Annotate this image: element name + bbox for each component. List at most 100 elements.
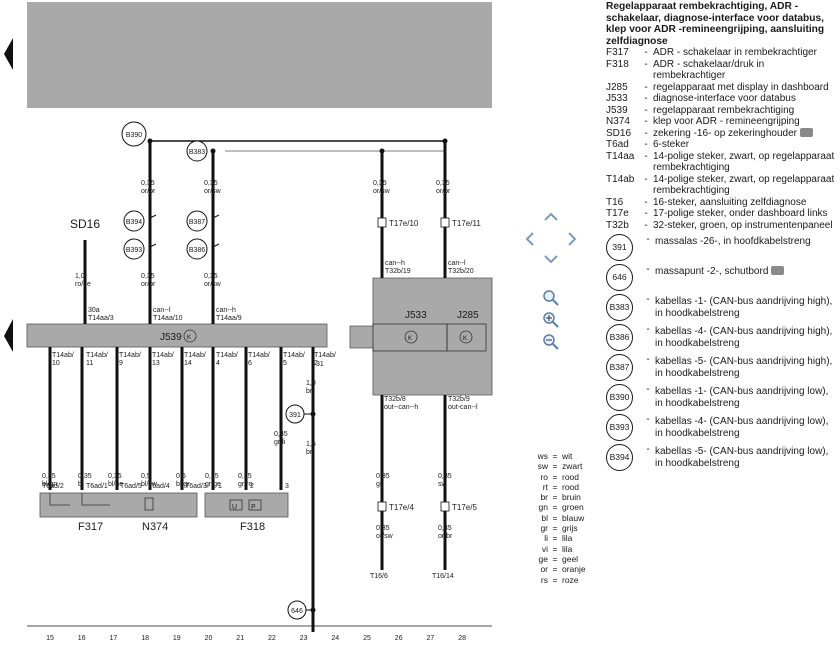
- zoom-controls[interactable]: [543, 290, 559, 350]
- pin-label: can--h: [216, 307, 236, 314]
- pin-label-sub: 5: [283, 360, 287, 367]
- legend-code: T14aa: [606, 150, 635, 162]
- legend-desc: kabellas -4- (CAN-bus aandrijving high),…: [655, 326, 833, 349]
- zoom-out-icon: [543, 334, 559, 350]
- column-number: 28: [458, 635, 466, 642]
- legend-desc: massapunt -2-, schutbord: [655, 264, 838, 278]
- pan-right-icon: [568, 232, 577, 246]
- legend-dash: -: [646, 294, 650, 305]
- legend-code: J539: [606, 104, 628, 116]
- pin-label-sub: T14aa/10: [153, 315, 183, 322]
- svg-text:B387: B387: [189, 219, 205, 226]
- pin-label-sub: T14aa/9: [216, 315, 242, 322]
- legend-item: T17e-17-polige steker, onder dashboard l…: [606, 208, 838, 220]
- zoom-icon: [543, 290, 559, 306]
- legend-item: T6ad-6-steker: [606, 139, 838, 151]
- legend-item: J539-regelapparaat rembekrachtiging: [606, 105, 838, 117]
- wire-size-label: 1,0: [75, 273, 85, 280]
- pan-controls[interactable]: [525, 212, 577, 264]
- color-abbr: rs: [540, 574, 548, 585]
- pin-label: 1: [218, 483, 222, 490]
- color-entry: rt=rood: [527, 482, 586, 492]
- legend-dash: -: [644, 81, 648, 93]
- column-number: 20: [205, 635, 213, 642]
- j539-label: J539: [160, 332, 182, 343]
- wire-color-label: or/br: [141, 281, 156, 288]
- legend-circle-item: B383-kabellas -1- (CAN-bus aandrijving h…: [606, 294, 838, 321]
- splice-b386: [186, 238, 208, 260]
- color-abbr: gn: [538, 502, 548, 513]
- legend-item: T14ab-14-polige steker, zwart, op regela…: [606, 174, 838, 197]
- svg-text:B393: B393: [126, 247, 142, 254]
- legend-dash: -: [644, 150, 648, 162]
- page-arrow-icon[interactable]: [4, 319, 13, 352]
- pin-label: T14ab/: [152, 352, 174, 359]
- j539-can-icon: [183, 329, 197, 343]
- legend-desc: diagnose-interface voor databus: [653, 93, 796, 104]
- color-abbr: sw: [537, 461, 548, 472]
- pin-label: T14ab/: [184, 352, 206, 359]
- pin-label: T6ad/5: [120, 483, 142, 490]
- legend-dash: -: [646, 234, 650, 245]
- pin-label: T32b/8: [384, 396, 406, 403]
- splice-b387: [186, 210, 208, 232]
- column-number: 26: [395, 635, 403, 642]
- wire-size-label: 0,35: [78, 473, 92, 480]
- j533-label: J533: [405, 310, 427, 321]
- wire-color-label: bl/gn: [42, 481, 57, 488]
- pin-label: can--l: [153, 307, 171, 314]
- legend-dash: -: [644, 173, 648, 185]
- sd16-label: SD16: [70, 217, 100, 231]
- legend-item: T32b-32-steker, groen, op instrumentenpa…: [606, 220, 838, 232]
- prev-page-arrow-icon[interactable]: [4, 38, 13, 70]
- column-number: 21: [236, 635, 244, 642]
- legend-dash: -: [646, 414, 650, 425]
- pin-label-sub: 14: [184, 360, 192, 367]
- pin-label: can--h: [385, 260, 405, 267]
- wire-labels: 0,35or/br0,35or/sw0,35or/sw0,35or/br1,0r…: [42, 180, 453, 540]
- splice-b383: [186, 140, 208, 162]
- svg-text:B390: B390: [126, 132, 142, 139]
- legend-desc: regelapparaat met display in dashboard: [653, 81, 829, 93]
- circle-symbol: 646: [606, 264, 633, 291]
- pin-label: 31: [316, 361, 324, 368]
- column-number: 17: [110, 635, 118, 642]
- pan-down-icon: [544, 255, 558, 264]
- j285-label: J285: [457, 310, 479, 321]
- column-number: 27: [427, 635, 435, 642]
- wire-color-label: gr/ge: [205, 481, 221, 488]
- camera-icon[interactable]: [771, 266, 785, 275]
- color-abbr: br: [540, 492, 548, 503]
- pin-label: 30a: [88, 307, 100, 314]
- color-entry: br=bruin: [527, 492, 586, 502]
- j533-can-icon: [404, 330, 418, 344]
- j285-can-icon: [459, 330, 473, 344]
- legend-desc: 16-steker, aansluiting zelfdiagnose: [653, 196, 807, 208]
- t17e-connectors: T17e/10 T17e/11 T17e/4 T17e/5: [377, 217, 481, 512]
- camera-icon[interactable]: [799, 127, 813, 137]
- pin-label-sub: T14aa/3: [88, 315, 114, 322]
- color-name: zwart: [562, 461, 583, 472]
- legend-panel: Regelapparaat rembekrachtiging, ADR - sc…: [606, 0, 838, 471]
- splice-points: B390 B383 B394 B387 B393 B386 391 646: [121, 121, 307, 620]
- wire-size-label: 0,35: [204, 180, 218, 187]
- wire-size-label: 1,0: [306, 380, 316, 387]
- svg-text:B386: B386: [189, 247, 205, 254]
- wire-color-label: gr/ro: [238, 481, 253, 488]
- pin-label-sub: out-can--l: [448, 404, 478, 411]
- legend-item: J285 -regelapparaat met display in dashbo…: [606, 82, 838, 94]
- t16-labels: T16/6 T16/14: [370, 573, 454, 580]
- color-name: geel: [562, 553, 579, 564]
- pin-label: T32b/9: [448, 396, 470, 403]
- legend-circle-item: B394-kabellas -5- (CAN-bus aandrijving l…: [606, 444, 838, 471]
- pin-label: T14ab/: [86, 352, 108, 359]
- legend-code: J533: [606, 93, 628, 104]
- legend-dash: -: [646, 324, 650, 335]
- pin-label-sub: 2: [314, 360, 318, 367]
- svg-text:K: K: [463, 336, 467, 342]
- circle-symbol: B383: [606, 294, 633, 321]
- legend-item: SD16-zekering -16- op zekeringhouder: [606, 127, 838, 140]
- legend-code: J285: [606, 81, 628, 93]
- color-abbr: ge: [538, 553, 548, 564]
- j285-box: [446, 323, 487, 352]
